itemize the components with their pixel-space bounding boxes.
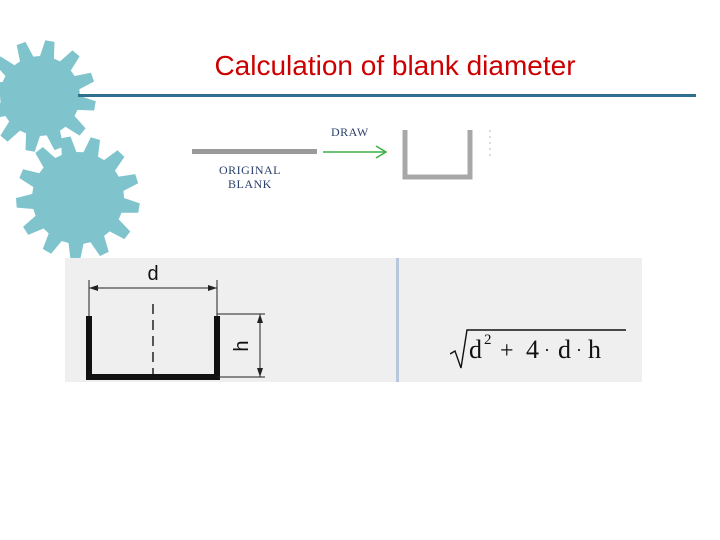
draw-process-svg	[192, 130, 491, 180]
title-underline	[78, 94, 696, 97]
formula-d-2: d	[558, 335, 571, 364]
gear-body	[0, 40, 96, 152]
drawn-cup-shape	[402, 130, 473, 180]
gear-icon	[0, 40, 96, 152]
gear-icon	[16, 136, 140, 260]
blank-diameter-formula: d 2 + 4 · d · h	[449, 328, 630, 369]
diameter-label: d	[147, 263, 158, 285]
formula-dot-1: ·	[544, 340, 550, 360]
formula-h: h	[588, 335, 601, 364]
diameter-arrow-right	[208, 285, 217, 291]
formula-dot-2: ·	[576, 340, 582, 360]
draw-process-diagram: DRAW ORIGINAL BLANK	[180, 118, 510, 198]
draw-arrow-head	[375, 145, 388, 159]
height-arrow-top	[257, 314, 263, 323]
height-label: h	[231, 340, 253, 351]
formula-exponent: 2	[484, 332, 492, 348]
draw-arrow-label: DRAW	[331, 125, 369, 139]
original-blank-label-line2: BLANK	[228, 177, 272, 191]
formula-d: d	[469, 335, 482, 364]
diameter-arrow-left	[89, 285, 98, 291]
cup-cross-section	[86, 316, 220, 380]
page-title: Calculation of blank diameter	[214, 50, 576, 81]
original-blank-label-line1: ORIGINAL	[219, 163, 281, 177]
gear-body	[16, 136, 140, 260]
panel-divider	[396, 258, 399, 382]
height-arrow-bottom	[257, 368, 263, 377]
formula-plus: +	[500, 338, 514, 364]
original-blank-bar	[192, 149, 317, 154]
cup-formula-panel: d h	[65, 258, 642, 382]
formula-svg: d 2 + 4 · d · h	[449, 329, 626, 369]
gear-icon	[16, 136, 140, 260]
cup-cross-section-diagram: d h	[86, 258, 399, 382]
formula-coefficient: 4	[526, 335, 539, 364]
gear-icon	[0, 40, 96, 152]
radical-sign	[449, 329, 626, 369]
